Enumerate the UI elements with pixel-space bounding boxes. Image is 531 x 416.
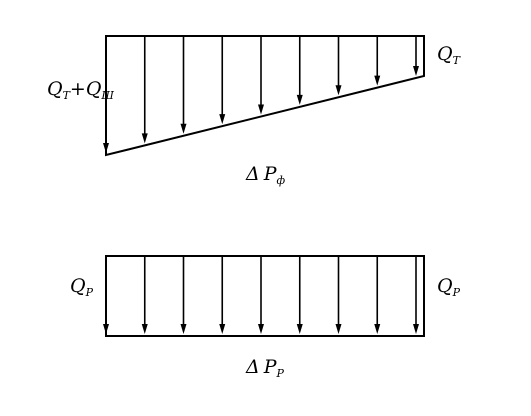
top-load-arrow-head [141,133,148,144]
bottom-load-arrow-head [219,324,226,334]
bottom-load-arrow-head [103,324,109,334]
top-load-arrow-head [374,75,381,86]
bottom-load-arrow-head [258,324,264,334]
top-load-arrow-head [335,85,342,96]
bottom-load-arrow-head [180,324,187,334]
bottom-load-arrow-head [374,324,381,334]
bottom-load-arrow-head [296,324,303,334]
bottom-right-label: QР [437,275,461,299]
top-load-arrow-head [413,65,419,76]
top-load-arrows [103,36,419,153]
top-load-arrow-head [180,123,187,134]
bottom-left-label: QР [70,275,94,299]
top-load-arrow-head [103,143,109,153]
top-left-label-text: QТ+QШ [47,78,114,102]
top-load-arrow-head [296,94,303,105]
top-load-arrow-head [258,104,264,115]
top-load-arrow-head [219,114,226,125]
bottom-load-arrow-head [335,324,342,334]
bottom-load-arrow-head [413,324,419,334]
top-load-outline [105,35,425,157]
top-right-label: QТ [437,43,462,67]
bottom-load-arrow-head [141,324,148,334]
bottom-load-arrows [103,256,419,334]
